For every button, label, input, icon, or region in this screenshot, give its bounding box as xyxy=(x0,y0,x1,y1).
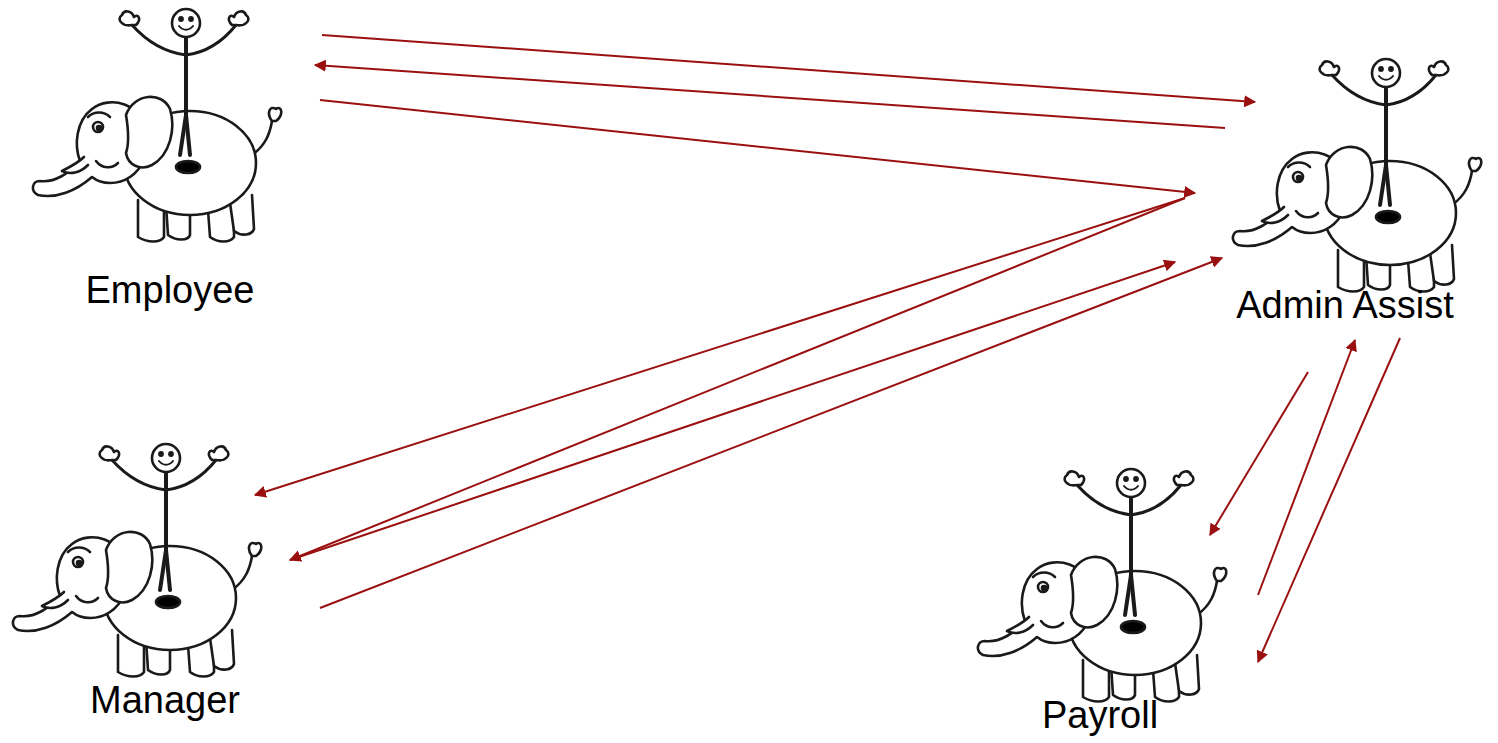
actor-figure: Employee xyxy=(20,10,320,320)
message-arrow xyxy=(255,198,1185,495)
message-arrow xyxy=(1258,340,1355,595)
message-arrow xyxy=(315,65,1225,128)
actor-name: Employee xyxy=(20,268,320,312)
actor-figure: Payroll xyxy=(950,450,1250,740)
message-arrow xyxy=(1210,372,1308,535)
message-arrow xyxy=(322,35,1255,102)
message-arrow xyxy=(290,262,1175,560)
message-arrow xyxy=(290,198,1185,560)
message-arrow xyxy=(320,258,1222,608)
actor-name: Payroll xyxy=(950,693,1250,737)
elephant-rider-illustration xyxy=(13,444,261,677)
actor-name: Manager xyxy=(10,678,320,722)
actor-figure: Manager xyxy=(10,440,320,740)
message-arrow xyxy=(320,100,1195,193)
elephant-rider-illustration xyxy=(978,469,1226,702)
elephant-rider-illustration xyxy=(1233,59,1481,292)
actor-name: Admin Assist xyxy=(1195,283,1495,327)
message-arrow xyxy=(1258,338,1400,662)
actor-figure: Admin Assist xyxy=(1195,40,1495,340)
elephant-rider-illustration xyxy=(33,9,281,242)
